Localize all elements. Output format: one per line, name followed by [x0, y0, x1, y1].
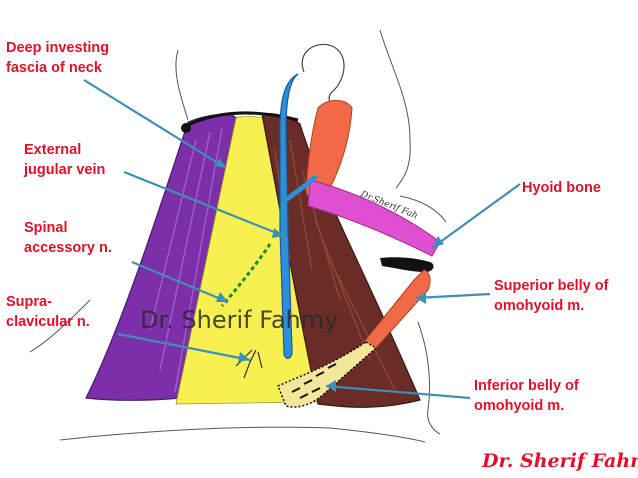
- pointer-spinal-acc: [131, 260, 229, 304]
- label-deep-fascia-line2: fascia of neck: [6, 60, 102, 76]
- pointer-arrowheads: [214, 158, 444, 392]
- label-external-jugular-line1: External: [24, 142, 82, 158]
- pointer-hyoid: [431, 183, 521, 249]
- label-supraclavicular-line1: Supra-: [6, 294, 52, 310]
- face-outline: [175, 29, 411, 189]
- label-supraclavicular-line2: clavicular n.: [6, 314, 90, 330]
- arrowhead-spinal-acc: [216, 292, 228, 302]
- label-inferior-omohyoid-line1: Inferior belly of: [474, 378, 579, 394]
- shoulder-outline: [29, 299, 426, 443]
- chin-outline: [399, 195, 447, 223]
- pointer-lines: [83, 79, 521, 400]
- arrowhead-ext-jugular: [272, 228, 284, 238]
- pointer-sup-omo: [415, 292, 491, 300]
- hyoid-bone-shape: [380, 257, 434, 272]
- label-external-jugular-line2: jugular vein: [24, 162, 106, 178]
- pointer-supraclav: [117, 332, 251, 362]
- arrowhead-supraclav: [238, 352, 250, 362]
- label-spinal-accessory-line2: accessory n.: [24, 240, 112, 256]
- pointer-inf-omo: [325, 384, 471, 400]
- label-inferior-omohyoid-line2: omohyoid m.: [474, 398, 565, 414]
- ear-outline: [301, 43, 345, 108]
- label-deep-fascia-line1: Deep investing: [6, 40, 110, 56]
- label-supraclavicular: Supra- clavicular n.: [6, 292, 90, 332]
- signature: Dr. Sherif Fahmy: [482, 450, 638, 472]
- inferior-omohyoid-shape: [277, 341, 378, 408]
- thyrohyoid-band: [307, 179, 441, 257]
- label-hyoid-bone: Hyoid bone: [522, 178, 601, 198]
- pointer-deep-fascia: [83, 79, 227, 169]
- label-superior-omohyoid-line1: Superior belly of: [494, 278, 609, 294]
- label-external-jugular: External jugular vein: [24, 140, 105, 180]
- label-spinal-accessory: Spinal accessory n.: [24, 218, 112, 258]
- label-spinal-accessory-line1: Spinal: [24, 220, 68, 236]
- fascia-dot: [181, 123, 191, 133]
- pointer-ext-jugular: [123, 170, 285, 238]
- watermark: Dr. Sherif Fahmy: [140, 306, 339, 334]
- trapezius-texture: [149, 127, 223, 393]
- external-jugular-vein: [279, 73, 299, 359]
- neck-front-outline: [417, 321, 441, 435]
- ext-jugular-tributary: [284, 174, 318, 202]
- label-superior-omohyoid-line2: omohyoid m.: [494, 298, 585, 314]
- omohyoid-stipple: [291, 363, 337, 399]
- label-superior-omohyoid: Superior belly of omohyoid m.: [494, 276, 608, 316]
- arrowhead-hyoid: [432, 236, 444, 248]
- label-inferior-omohyoid: Inferior belly of omohyoid m.: [474, 376, 579, 416]
- label-hyoid-bone-text: Hyoid bone: [522, 180, 601, 196]
- label-deep-fascia: Deep investing fascia of neck: [6, 38, 109, 78]
- arrowhead-sup-omo: [416, 292, 426, 304]
- arrowhead-inf-omo: [326, 380, 336, 392]
- arrowhead-deep-fascia: [214, 158, 226, 168]
